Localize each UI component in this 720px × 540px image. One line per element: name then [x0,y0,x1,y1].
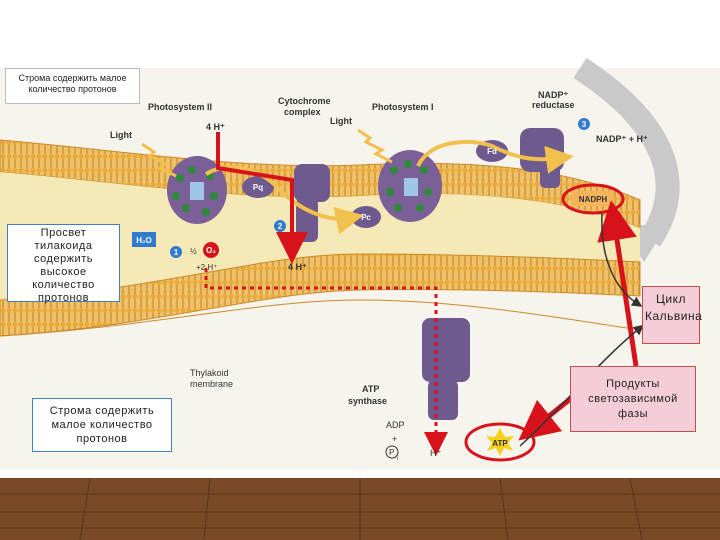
thylakoid-lumen [0,172,640,300]
electron-path-2 [416,139,574,174]
pc-label: Pc [361,213,371,222]
calvin-cycle-text: Цикл Кальвина [645,292,703,323]
cytochrome-label-1: Cytochrome [278,96,331,106]
oxygen-circle [203,242,219,258]
water-box [132,232,156,247]
light-label-left: Light [110,130,132,140]
products-text: Продукты светозависимой фазы [588,378,678,420]
grey-cycle-arrow [573,57,680,247]
atp-label: ATP [492,439,508,448]
protons-water-label: +2 H⁺ [196,263,217,272]
step-1-circle [170,246,182,258]
proton-arrow-red [216,132,308,264]
half-o2-label: ½ [190,247,197,256]
step-1-label: 1 [174,248,179,257]
pi-label: P [389,448,394,457]
light-bolt-left [141,142,177,178]
products-box: Продукты светозависимой фазы [570,366,696,432]
top-stroma-note-text: Строма содержить малое количество протон… [18,73,127,94]
top-stroma-note: Строма содержить малое количество протон… [5,68,140,104]
step-2-circle [274,220,286,232]
photosystem-2-label: Photosystem II [148,102,212,112]
protons-lumen-label: 4 H⁺ [288,262,307,272]
stroma-callout: Строма содержить малое количество протон… [32,398,172,452]
nadp-reductase-label-1: NADP⁺ [538,90,569,100]
nadph-label: NADPH [579,195,608,204]
fd-label: Fd [487,147,497,156]
lumen-callout-text: Просвет тилакоида содержить высокое коли… [32,227,95,304]
lower-membrane [0,253,641,337]
electron-path [204,165,364,235]
thylakoid-membrane-label-1: Thylakoid [190,368,229,378]
pi-circle [385,445,399,459]
proton-flow-dotted [204,268,448,456]
stroma-callout-text: Строма содержить малое количество протон… [49,405,155,445]
atp-star [486,428,514,456]
floor-planks [0,477,720,540]
light-bolt-right [357,128,393,164]
step-2-label: 2 [278,222,283,231]
water-label: H₂O [136,236,152,245]
calvin-cycle-box: Цикл Кальвина [642,286,703,344]
cytochrome-complex [294,164,330,242]
nadp-reductase-label-2: reductase [532,100,575,110]
pq-carrier [242,176,274,198]
atp-ring [464,422,536,462]
adp-label: ADP [386,420,405,430]
nadp-reaction-label: NADP⁺ + H⁺ [596,134,648,144]
photosystem-1-label: Photosystem I [372,102,434,112]
h-out-label: H⁺ [430,448,441,458]
step-3-label: 3 [582,120,587,129]
oxygen-label: O₂ [206,246,216,255]
atp-synthase-label-1: ATP [362,384,379,394]
light-label-right: Light [330,116,352,126]
protons-top-label: 4 H⁺ [206,122,225,132]
dark-arrow-nadph-calvin [601,213,643,307]
step-3-circle [578,118,590,130]
adp-plus-label: + [392,434,397,444]
lower-membrane-2 [0,299,641,337]
atp-synthase-label-2: synthase [348,396,387,406]
pq-label: Pq [253,183,263,192]
nadph-ring [561,183,625,215]
cytochrome-label-2: complex [284,107,321,117]
photosystem-1 [378,150,442,222]
pi-sub-label: i [397,456,398,462]
lumen-callout: Просвет тилакоида содержить высокое коли… [7,224,120,304]
thylakoid-membrane-label-2: membrane [190,379,233,389]
